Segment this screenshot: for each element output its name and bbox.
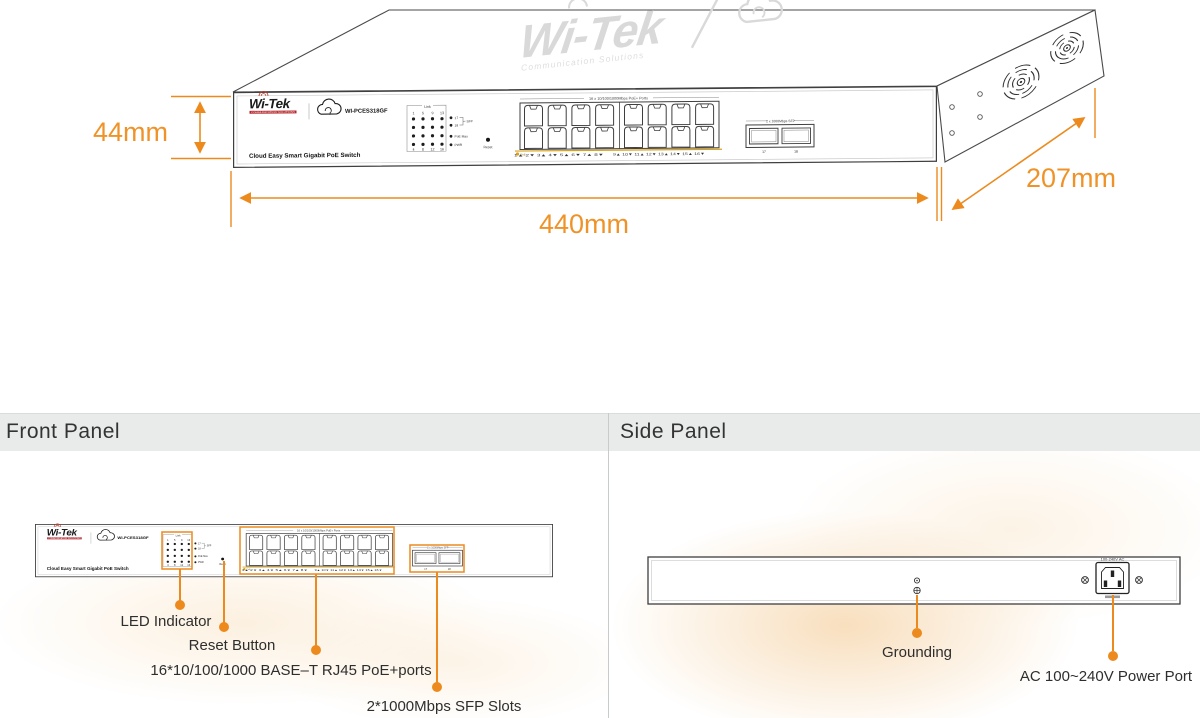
callout-sfp: 2*1000Mbps SFP Slots — [367, 572, 522, 715]
callout-sfp-label: 2*1000Mbps SFP Slots — [367, 698, 522, 715]
watermark-cloud-icon — [738, 0, 783, 24]
callout-reset-label: Reset Button — [189, 637, 276, 654]
top-3d-diagram: Wi-Tek Communication Solutions — [93, 0, 1116, 239]
dimension-height: 44mm — [93, 95, 231, 160]
callout-power-label: AC 100~240V Power Port — [1020, 668, 1193, 685]
front-panel-schematic — [35, 524, 552, 577]
callout-rj45-label: 16*10/100/1000 BASE–T RJ45 PoE+ports — [150, 662, 431, 679]
callout-power: AC 100~240V Power Port — [1020, 595, 1193, 685]
front-panel-section: LED Indicator Reset Button 16*10/100/100… — [35, 524, 552, 715]
dimension-width: 440mm — [230, 167, 943, 239]
width-label: 440mm — [539, 209, 629, 239]
front-face-3d — [234, 86, 937, 168]
front-panel-title: Front Panel — [6, 420, 121, 443]
watermark-slash — [690, 0, 720, 49]
side-panel-section: 100-240V AC Grounding — [647, 556, 1193, 685]
power-inlet: 100-240V AC — [1095, 557, 1130, 599]
callout-led-label: LED Indicator — [121, 613, 212, 630]
dimension-depth: 207mm — [951, 88, 1116, 211]
callout-led: LED Indicator — [121, 569, 212, 630]
callout-grounding: Grounding — [882, 595, 952, 661]
height-label: 44mm — [93, 117, 168, 147]
power-inlet-text: 100-240V AC — [1101, 557, 1125, 562]
callout-grounding-label: Grounding — [882, 644, 952, 661]
depth-label: 207mm — [1026, 163, 1116, 193]
